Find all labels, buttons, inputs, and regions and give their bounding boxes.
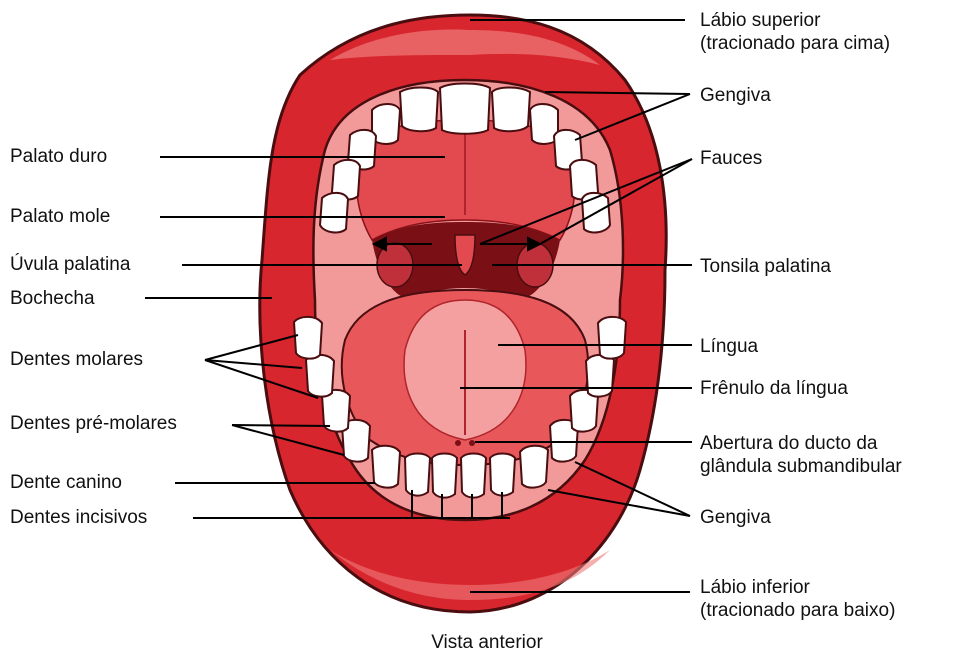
label-bochecha: Bochecha (10, 288, 95, 310)
label-palato-duro: Palato duro (10, 146, 107, 168)
label-lingua: Língua (700, 336, 758, 358)
label-tonsila-palatina: Tonsila palatina (700, 256, 831, 278)
label-abertura-ducto: Abertura do ducto da glândula submandibu… (700, 432, 902, 478)
label-uvula-palatina: Úvula palatina (10, 254, 130, 276)
label-labio-inferior-line1: Lábio inferior (700, 576, 895, 599)
label-dente-canino: Dente canino (10, 472, 122, 494)
label-labio-superior-line1: Lábio superior (700, 9, 890, 32)
label-gengiva-superior: Gengiva (700, 85, 771, 107)
label-abertura-ducto-line1: Abertura do ducto da (700, 432, 902, 455)
label-abertura-ducto-line2: glândula submandibular (700, 455, 902, 478)
label-palato-mole: Palato mole (10, 206, 110, 228)
label-labio-superior-line2: (tracionado para cima) (700, 32, 890, 55)
duct-opening-left (455, 440, 461, 446)
label-frenulo-lingua: Frênulo da língua (700, 378, 848, 400)
label-labio-superior: Lábio superior (tracionado para cima) (700, 9, 890, 55)
label-fauces: Fauces (700, 148, 762, 170)
label-gengiva-inferior: Gengiva (700, 507, 771, 529)
label-labio-inferior-line2: (tracionado para baixo) (700, 599, 895, 622)
label-labio-inferior: Lábio inferior (tracionado para baixo) (700, 576, 895, 622)
label-dentes-incisivos: Dentes incisivos (10, 507, 147, 529)
label-dentes-molares: Dentes molares (10, 349, 143, 371)
caption-vista-anterior: Vista anterior (0, 632, 974, 654)
label-dentes-pre-molares: Dentes pré-molares (10, 413, 177, 435)
duct-opening-right (469, 440, 475, 446)
